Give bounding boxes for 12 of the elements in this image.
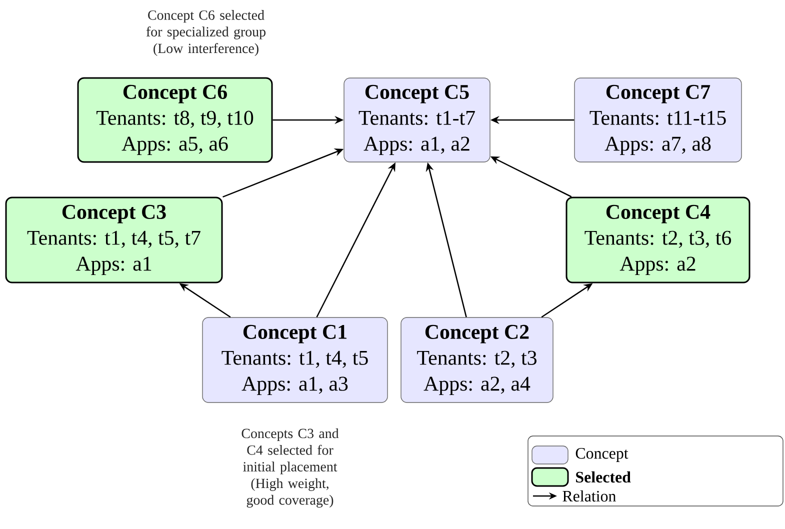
concept-box: Concept C2 Tenants: t2, t3 Apps: a2, a4 [400,317,554,403]
annotation-text: Concepts C3 and C4 selected for initial placement (High weight, good coverage) [242,428,339,508]
concept-box: Concept C4 Tenants: t2, t3, t6 Apps: a2 [566,196,750,284]
concept-box: Concept C5 Tenants: t1-t7 Apps: a1, a2 [344,78,490,162]
legend-label: Selected [576,471,631,483]
concept-box: Concept C7 Tenants: t11-t15 Apps: a7, a8 [574,78,742,162]
concept-box: Concept C1 Tenants: t1, t4, t5 Apps: a1, a3 [202,317,388,403]
annotation-text: Concept C6 selected for specialized group (Low interference) [146,10,266,56]
legend-label: Relation [562,490,616,502]
concept-box: Concept C3 Tenants: t1, t4, t5, t7 Apps: a1 [5,196,223,284]
concept-box: Concept C6 Tenants: t8, t9, t10 Apps: a5, a6 [77,77,273,163]
legend-label: Concept [576,448,628,462]
